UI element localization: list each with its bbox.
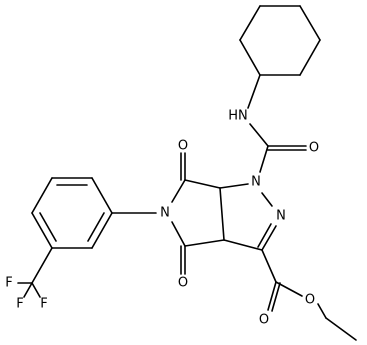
atom-f3: F xyxy=(16,297,23,312)
bond xyxy=(317,303,327,319)
atom-f2: F xyxy=(40,297,47,312)
atom-o-ester-ether: O xyxy=(305,293,315,308)
bond xyxy=(31,177,53,214)
atom-o-amide: O xyxy=(309,141,319,156)
atom-o-ester-carbonyl: O xyxy=(259,313,269,328)
bonds xyxy=(17,5,357,341)
bond xyxy=(219,183,249,189)
bond xyxy=(257,223,272,248)
bond xyxy=(223,239,263,251)
bond xyxy=(171,179,186,203)
bond xyxy=(31,212,53,249)
atom-labels: HN O N N N O O O O F F F xyxy=(5,109,319,328)
atom-n1: N xyxy=(251,175,261,190)
bond xyxy=(39,212,57,242)
bond xyxy=(299,5,321,41)
bond xyxy=(249,123,269,147)
bond xyxy=(219,187,225,241)
bond xyxy=(23,282,33,298)
bond xyxy=(239,39,261,76)
bond xyxy=(91,177,113,214)
bond xyxy=(31,247,53,284)
bond xyxy=(325,317,357,341)
atom-n5: N xyxy=(160,206,170,221)
bond xyxy=(271,282,281,312)
atom-o4: O xyxy=(178,276,188,291)
bond xyxy=(261,249,277,283)
bond xyxy=(184,239,225,247)
atom-f1: F xyxy=(5,276,12,291)
atom-nh: HN xyxy=(228,109,248,124)
bond xyxy=(267,281,277,311)
atom-n2: N xyxy=(276,209,286,224)
bond xyxy=(259,145,269,173)
atom-o6: O xyxy=(178,139,188,154)
bond xyxy=(91,212,113,249)
bond xyxy=(275,281,303,297)
bond xyxy=(261,225,277,251)
bond xyxy=(299,39,321,76)
bond xyxy=(87,212,105,242)
bond xyxy=(31,282,41,298)
bond xyxy=(247,74,261,109)
bond xyxy=(261,192,273,207)
bond xyxy=(239,5,261,41)
bond xyxy=(171,221,186,247)
bond xyxy=(184,179,221,189)
